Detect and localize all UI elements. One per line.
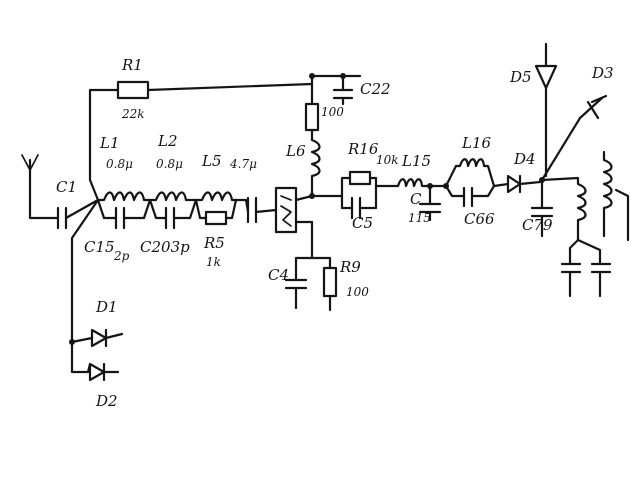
wire-emitter xyxy=(294,220,314,252)
label-c22: C22 xyxy=(360,80,391,98)
inductor-l5 xyxy=(194,191,238,202)
resistor-r5 xyxy=(204,210,228,226)
resistor-100-top xyxy=(304,102,320,132)
label-r1-value: 22k xyxy=(121,107,145,121)
diode-d2 xyxy=(86,362,120,382)
label-d4: D4 xyxy=(513,150,536,168)
inductor-l6 xyxy=(310,128,321,190)
label-l5-value: 4.7μ xyxy=(229,157,257,171)
capacitor-output-2 xyxy=(576,238,612,298)
label-r16: R16 xyxy=(347,140,379,158)
diode-d1 xyxy=(70,328,124,348)
wire-r1-right xyxy=(146,82,314,92)
resistor-r1 xyxy=(116,80,150,100)
label-r1: R1 xyxy=(121,56,143,74)
diode-d5 xyxy=(534,42,558,178)
label-c79: C79 xyxy=(522,216,553,234)
label-d3: D3 xyxy=(591,64,614,82)
label-l15: L15 xyxy=(401,152,431,170)
label-r16-value: 10k xyxy=(376,153,399,167)
r16-c5-network xyxy=(340,176,378,220)
inductor-l2 xyxy=(148,191,198,202)
label-c-115-value: 115 xyxy=(408,211,431,225)
wire-diode-branch xyxy=(70,198,100,374)
label-r5: R5 xyxy=(203,234,225,252)
label-c15: C15 xyxy=(84,238,115,256)
diode-d3 xyxy=(540,94,608,182)
capacitor-c203 xyxy=(148,198,198,230)
capacitor-c15 xyxy=(96,198,152,230)
resistor-r16 xyxy=(348,170,372,186)
label-d1: D1 xyxy=(95,298,118,316)
capacitor-c79 xyxy=(530,178,554,238)
label-l5: L5 xyxy=(201,152,222,170)
wire-r1-left xyxy=(88,88,120,202)
inductor-l1 xyxy=(96,191,152,202)
label-r5-value: 1k xyxy=(206,255,221,269)
node-top-left xyxy=(309,73,315,79)
label-l2-value: 0.8μ xyxy=(156,157,183,171)
antenna xyxy=(21,154,60,220)
inductor-output-1 xyxy=(540,176,587,250)
wire-r9 xyxy=(310,248,332,270)
wire-output-right xyxy=(614,188,630,242)
label-c15-value: 2p xyxy=(113,249,130,263)
resistor-r9 xyxy=(322,266,338,298)
wire-transistor-out xyxy=(294,186,344,202)
transistor xyxy=(274,186,298,234)
label-c66: C66 xyxy=(464,210,495,228)
label-l1-value: 0.8μ xyxy=(106,157,133,171)
label-c4: C4 xyxy=(268,266,289,284)
label-l1: L1 xyxy=(99,134,120,152)
wire-top-rail xyxy=(310,74,362,106)
label-l6: L6 xyxy=(285,142,306,160)
node-transistor xyxy=(309,193,315,199)
inductor-l15 xyxy=(374,178,448,188)
label-c1: C1 xyxy=(56,178,77,196)
label-r9: R9 xyxy=(339,258,361,276)
label-c-115: C xyxy=(410,190,422,208)
capacitor-series xyxy=(234,196,278,224)
label-d2: D2 xyxy=(95,392,118,410)
transistor-symbol xyxy=(280,195,292,227)
inductor-l16 xyxy=(444,158,496,188)
capacitor-c66 xyxy=(444,184,496,208)
label-c5: C5 xyxy=(352,214,373,232)
capacitor-c-115 xyxy=(418,184,442,222)
wire-r5 xyxy=(194,198,238,220)
capacitor-c22 xyxy=(332,74,354,106)
inductor-output-2 xyxy=(602,150,613,238)
label-d5: D5 xyxy=(509,68,532,86)
node-l16-left xyxy=(443,183,449,189)
label-l16: L16 xyxy=(461,134,492,152)
diode-d4 xyxy=(492,174,542,194)
label-l2: L2 xyxy=(157,132,178,150)
capacitor-c1 xyxy=(56,198,100,230)
label-r9-value: 100 xyxy=(346,285,369,299)
label-r-100-top: 100 xyxy=(321,105,344,119)
capacitor-output-1 xyxy=(560,246,582,298)
label-c203: C203p xyxy=(140,238,190,256)
